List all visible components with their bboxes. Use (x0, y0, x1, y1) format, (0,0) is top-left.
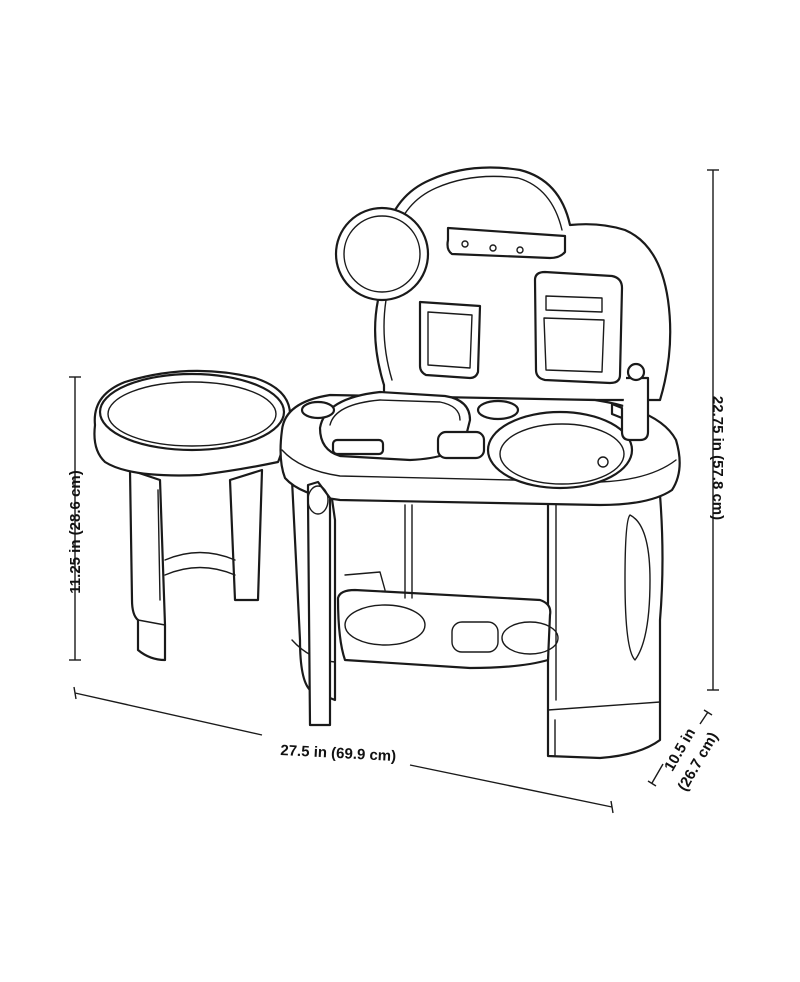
width-line-b (409, 764, 613, 808)
stool (93, 369, 292, 662)
cup-hole-left (300, 400, 336, 420)
cup-hole-right (476, 399, 520, 421)
label-height-total: 22.75 in (57.8 cm) (709, 396, 726, 520)
label-width: 27.5 in (69.9 cm) (280, 742, 397, 765)
wall-cabinet (533, 270, 624, 385)
faucet (610, 376, 650, 442)
hanging-tool (306, 480, 332, 727)
dimension-lines (69, 169, 719, 814)
cup-holder (418, 300, 482, 380)
stool-seat-top (98, 372, 286, 452)
back-panel (334, 166, 672, 402)
right-cabinet (546, 493, 664, 760)
hook-shelf (446, 226, 567, 260)
stool-leg-left (128, 468, 167, 662)
round-mirror (334, 206, 430, 302)
stool-leg-right (228, 468, 264, 602)
depth-line-b (699, 711, 709, 725)
lower-shelf (336, 588, 552, 670)
width-line-a (74, 692, 263, 736)
depth-line-a (651, 763, 664, 784)
lid-handle (331, 438, 385, 456)
soap-tray (436, 430, 486, 460)
vanity-table (279, 362, 681, 760)
label-height-stool: 11.25 in (28.6 cm) (67, 470, 84, 593)
sink-drain (597, 456, 609, 468)
